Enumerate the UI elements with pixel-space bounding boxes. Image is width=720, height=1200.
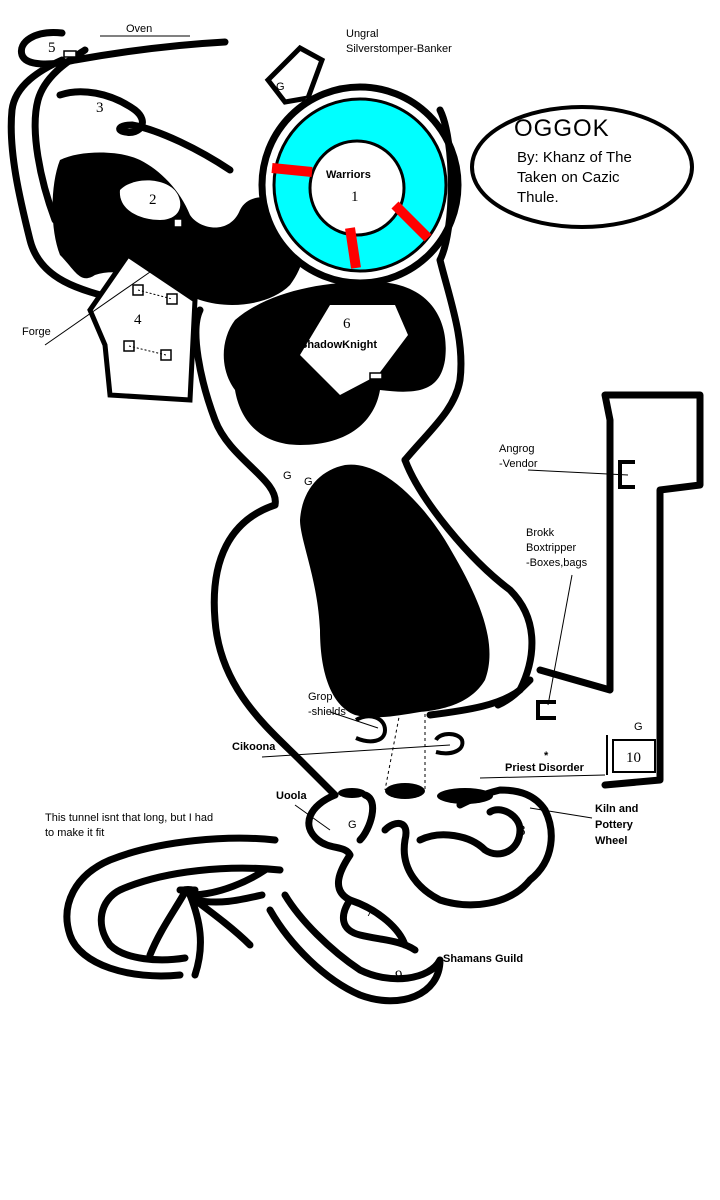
wall-left-mid	[192, 306, 279, 509]
dashed-tunnel-1	[384, 711, 401, 791]
priest-label: Priest Disorder	[505, 762, 585, 774]
angrog-label-1: Angrog	[499, 443, 534, 455]
rock-left	[52, 152, 306, 305]
guard-mid-1: G	[283, 470, 292, 482]
wall-area3	[56, 88, 234, 174]
portal-1	[338, 788, 366, 798]
ungral-label-2: Silverstomper-Banker	[346, 43, 452, 55]
area-5-number: 5	[48, 40, 56, 56]
ring-spoke-bottom	[345, 227, 361, 269]
guard-mid-2: G	[304, 476, 313, 488]
brokk-label-3: -Boxes,bags	[526, 557, 588, 569]
uoola-label: Uoola	[276, 790, 307, 802]
warriors-center	[308, 139, 406, 237]
ungral-label-1: Ungral	[346, 28, 378, 40]
grop-label-1: Grop	[308, 691, 332, 703]
door-4d	[160, 349, 172, 361]
cikoona-stall	[434, 732, 465, 756]
brokk-stall	[536, 700, 556, 720]
room-6	[300, 305, 408, 395]
brokk-label-1: Brokk	[526, 527, 555, 539]
wall-area8	[416, 806, 524, 858]
shamans-label: Shamans Guild	[443, 953, 523, 965]
wall-right-corridor	[536, 391, 704, 789]
room-4	[87, 251, 198, 403]
room-banker	[264, 44, 326, 105]
door-2	[173, 218, 183, 228]
brokk-label-2: Boxtripper	[526, 542, 576, 554]
tunnel-note-2: to make it fit	[45, 827, 104, 839]
wall-lower-chambers	[305, 786, 555, 949]
portal-2	[385, 783, 425, 799]
area-6-number: 6	[343, 316, 351, 332]
area-1-number: 1	[351, 189, 359, 205]
kiln-label-2: Pottery	[595, 819, 634, 831]
tunnel-note-1: This tunnel isnt that long, but I had	[45, 812, 213, 824]
brokk-pointer	[547, 574, 573, 706]
forge-label: Forge	[22, 326, 51, 338]
rock-center	[300, 464, 490, 718]
area-9-number: 9	[395, 968, 403, 984]
wall-tunnel-lower	[266, 891, 444, 1005]
forge-dots-1	[137, 289, 173, 300]
area-2-number: 2	[149, 192, 157, 208]
tunnel-cap	[179, 886, 197, 892]
angrog-label-2: -Vendor	[499, 458, 538, 470]
wall-lower-right	[401, 456, 536, 719]
credit-line-3: Thule.	[517, 189, 559, 206]
wall-right-corridor-inner	[494, 676, 534, 709]
wall-tunnel-outer	[63, 834, 284, 980]
grop-label-2: -shields	[308, 706, 346, 718]
door-5	[63, 50, 77, 58]
grop-stall	[355, 714, 388, 744]
guard-bank: G	[276, 81, 285, 93]
shadowknight-label: ShadowKnight	[300, 339, 377, 351]
kiln-label-1: Kiln and	[595, 803, 638, 815]
forge-pointer	[44, 271, 151, 346]
room-10	[612, 739, 656, 773]
uoola-pointer	[294, 804, 331, 831]
area-7-number: 7	[366, 904, 374, 920]
ring-spoke-right	[391, 201, 432, 242]
angrog-pointer	[527, 469, 629, 476]
credit-line-1: By: Khanz of The	[517, 149, 632, 166]
wall-oven-inner	[31, 46, 89, 224]
warriors-label: Warriors	[326, 169, 371, 181]
kiln-label-3: Wheel	[595, 835, 627, 847]
guard-ten: G	[634, 721, 643, 733]
map-title: OGGOK	[514, 115, 610, 142]
priest-pointer	[479, 774, 606, 779]
title-oval	[470, 105, 694, 229]
grop-pointer	[329, 711, 379, 729]
door-6	[369, 372, 383, 380]
door-4b	[166, 293, 178, 305]
room-2	[119, 180, 181, 220]
area-4-number: 4	[134, 312, 142, 328]
credit-line-2: Taken on Cazic	[517, 169, 620, 186]
area-10-number: 10	[626, 750, 641, 766]
cikoona-label: Cikoona	[232, 741, 276, 753]
wall-right-upper	[401, 106, 465, 464]
kiln-pointer	[529, 807, 593, 819]
area-8-number: 8	[518, 823, 526, 839]
ring-spoke-left	[271, 163, 313, 177]
priest-star: *	[544, 750, 549, 762]
oven-label: Oven	[126, 23, 152, 35]
guard-uoola: G	[348, 819, 357, 831]
wall-area7	[340, 896, 419, 954]
cikoona-pointer	[261, 744, 451, 758]
wall-lower-left	[210, 501, 339, 799]
area-3-number: 3	[96, 100, 104, 116]
